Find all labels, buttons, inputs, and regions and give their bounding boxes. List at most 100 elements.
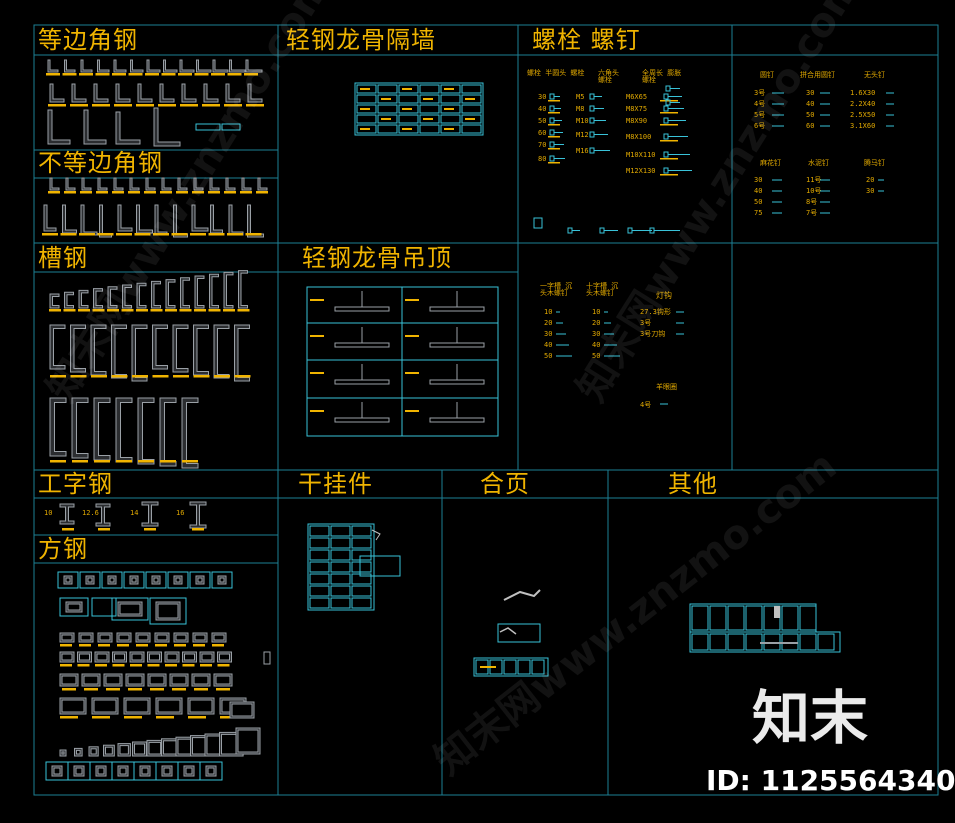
dry-hang-cell bbox=[330, 561, 351, 573]
dimension-label bbox=[63, 309, 76, 312]
dimension-label bbox=[80, 191, 92, 194]
hinge-leaf bbox=[499, 627, 517, 635]
joint-nail-size: 30 bbox=[806, 89, 815, 97]
dimension-label bbox=[193, 375, 210, 378]
horse-nail-size: 20 bbox=[866, 176, 875, 184]
slot-screw-size: 30 bbox=[544, 330, 553, 338]
other-cell bbox=[727, 605, 745, 631]
tube-inner bbox=[213, 634, 225, 641]
cross-screw-size: 10 bbox=[592, 308, 601, 316]
tube-inner bbox=[83, 675, 99, 685]
slot-screw-size: 10 bbox=[544, 308, 553, 316]
angle-profile bbox=[146, 59, 161, 73]
tube-inner bbox=[175, 577, 181, 583]
section-title-square-steel: 方钢 bbox=[38, 535, 88, 563]
tube-inner bbox=[105, 746, 113, 755]
ceiling-runner bbox=[429, 417, 485, 423]
dimension-label bbox=[155, 644, 167, 647]
dimension-label bbox=[107, 309, 119, 312]
tube-inner bbox=[215, 675, 231, 685]
dimension-label bbox=[150, 688, 164, 691]
angle-profile bbox=[203, 83, 219, 103]
dimension-label bbox=[194, 309, 206, 312]
dry-hang-cell bbox=[309, 597, 330, 609]
tube-inner bbox=[237, 729, 259, 753]
dry-hang-cell bbox=[351, 561, 372, 573]
angle-profile bbox=[115, 83, 131, 103]
dry-hang-cell bbox=[330, 549, 351, 561]
bolt-head bbox=[549, 155, 555, 162]
other-cell bbox=[799, 605, 817, 631]
tube-inner bbox=[156, 634, 168, 641]
angle-profile bbox=[81, 177, 92, 191]
angle-profile bbox=[159, 83, 175, 103]
bolt-head bbox=[567, 227, 573, 234]
ceiling-label bbox=[405, 372, 419, 374]
tube-inner bbox=[67, 603, 81, 611]
dimension-label bbox=[158, 104, 176, 107]
partition-cell bbox=[419, 114, 440, 124]
channel-profile bbox=[93, 397, 111, 461]
dimension-label bbox=[79, 644, 91, 647]
partition-cell bbox=[419, 84, 440, 94]
dimension-label bbox=[98, 528, 110, 531]
dimension-label bbox=[660, 140, 678, 142]
channel-profile bbox=[115, 397, 133, 463]
bolt-head bbox=[663, 133, 669, 140]
hook-size: 3号 bbox=[640, 319, 652, 327]
i-beam-size: 12.6 bbox=[82, 509, 99, 517]
dimension-label bbox=[62, 528, 74, 531]
tube-inner bbox=[194, 634, 206, 641]
tube-inner bbox=[231, 703, 253, 717]
partition-stud bbox=[381, 98, 391, 100]
partition-cell bbox=[377, 104, 398, 114]
partition-cell bbox=[377, 124, 398, 134]
dimension-label bbox=[192, 528, 204, 531]
bolt-head bbox=[589, 93, 595, 100]
partition-stud bbox=[423, 98, 433, 100]
dimension-label bbox=[193, 644, 205, 647]
slot-screw-size: 40 bbox=[544, 341, 553, 349]
partition-stud bbox=[444, 88, 454, 90]
dimension-label bbox=[79, 233, 95, 236]
tube-inner bbox=[90, 748, 97, 755]
dimension-label bbox=[179, 309, 192, 312]
dry-hang-cell bbox=[351, 585, 372, 597]
i-beam-profile bbox=[95, 503, 111, 527]
tube-inner bbox=[119, 767, 127, 775]
tube-inner bbox=[149, 653, 160, 661]
dimension-label bbox=[96, 191, 108, 194]
tube-inner bbox=[175, 634, 187, 641]
twist-nail-size: 40 bbox=[754, 187, 763, 195]
tube-inner bbox=[61, 634, 73, 641]
bolt-head bbox=[549, 117, 555, 124]
hook-size: 27.3钩形 bbox=[640, 308, 671, 316]
dimension-label bbox=[194, 73, 209, 76]
dimension-label bbox=[144, 528, 156, 531]
round-nail-size: 5号 bbox=[754, 111, 766, 119]
bolt-header: 全周长 膨胀螺栓 bbox=[642, 69, 682, 84]
tube-frame bbox=[91, 597, 117, 617]
partition-cell bbox=[356, 84, 377, 94]
angle-profile bbox=[161, 177, 172, 191]
partition-cell bbox=[377, 84, 398, 94]
other-cell bbox=[799, 633, 817, 651]
ceiling-label bbox=[405, 335, 419, 337]
nail-header: 无头钉 bbox=[864, 71, 885, 79]
partition-cell bbox=[440, 124, 461, 134]
dimension-label bbox=[106, 688, 120, 691]
i-beam-profile bbox=[59, 503, 75, 525]
joint-nail-size: 60 bbox=[806, 122, 815, 130]
partition-cell bbox=[461, 114, 482, 124]
tube-inner bbox=[97, 767, 105, 775]
dimension-label bbox=[194, 688, 208, 691]
section-title-equal-angle: 等边角钢 bbox=[38, 26, 138, 54]
angle-profile bbox=[209, 177, 220, 191]
channel-profile bbox=[49, 397, 67, 457]
dimension-label bbox=[660, 158, 678, 160]
tube-profile bbox=[263, 651, 271, 665]
dry-hang-cell bbox=[309, 525, 330, 537]
dimension-label bbox=[152, 375, 169, 378]
hinge-frame bbox=[473, 657, 549, 677]
